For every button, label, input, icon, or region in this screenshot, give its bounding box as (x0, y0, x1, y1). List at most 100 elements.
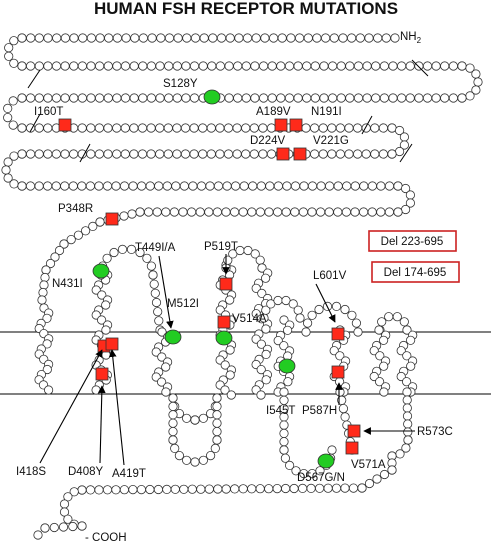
residue-bead (293, 93, 303, 103)
residue-bead (390, 33, 400, 43)
residue-bead (315, 466, 325, 476)
residue-bead (345, 61, 355, 71)
residue-bead (279, 315, 289, 325)
residue-bead (261, 349, 271, 359)
mutation-label-d567g: D567G/N (297, 472, 345, 484)
residue-bead (347, 310, 357, 320)
residue-bead (440, 93, 450, 103)
residue-bead (342, 181, 352, 191)
residue-bead (258, 61, 269, 71)
mutation-label-v571a: V571A (351, 459, 386, 471)
mutation-label-d408y: D408Y (68, 466, 103, 478)
mutation-label-p587h: P587H (302, 405, 337, 417)
diagram-title: HUMAN FSH RECEPTOR MUTATIONS (94, 0, 398, 18)
residue-bead (403, 427, 413, 437)
residue-bead (340, 304, 350, 315)
residue-bead (69, 487, 79, 497)
mutation-label-v221g: V221G (313, 135, 349, 147)
residue-bead (164, 93, 174, 103)
residue-bead (187, 484, 197, 494)
residue-bead (101, 325, 111, 335)
residue-bead (198, 123, 208, 133)
residue-bead (153, 307, 163, 317)
mutation-labels: S128Y I160T A189V N191I D224V V221G P348… (16, 78, 453, 484)
residue-bead (314, 304, 324, 315)
residue-bead (378, 149, 388, 159)
residue-bead (180, 149, 191, 159)
residue-bead (272, 207, 283, 217)
residue-bead (77, 181, 87, 191)
residue-bead (60, 33, 71, 43)
residue-bead (238, 207, 248, 217)
residue-bead (376, 207, 386, 217)
residue-bead (318, 149, 328, 159)
residue-bead (34, 33, 44, 43)
residue-bead (189, 93, 200, 103)
residue-bead (374, 325, 384, 335)
residue-bead (225, 295, 235, 305)
mutation-marker-p587h (331, 365, 345, 379)
residue-bead (179, 484, 189, 494)
mutation-label-s128y: S128Y (163, 78, 198, 90)
residue-bead (169, 207, 179, 217)
residue-bead (103, 123, 113, 133)
residue-bead (258, 93, 269, 103)
residue-bead (216, 33, 227, 43)
residue-bead (279, 387, 289, 397)
residue-bead (336, 93, 346, 103)
residue-bead (402, 387, 412, 397)
residue-bead (142, 253, 152, 263)
residue-bead (351, 318, 361, 328)
residue-bead (329, 346, 339, 356)
residue-bead (173, 33, 183, 43)
residue-bead (215, 123, 225, 133)
residue-bead (364, 33, 374, 43)
residue-bead (230, 207, 240, 217)
deletion-label-2: Del 174-695 (384, 267, 447, 279)
residue-bead (362, 93, 372, 103)
residue-bead (120, 149, 130, 159)
residue-bead (393, 181, 403, 191)
residue-bead (295, 313, 305, 323)
residue-bead (17, 181, 27, 191)
mutation-marker-v221g (293, 147, 307, 161)
residue-bead (196, 484, 206, 494)
residue-bead (247, 207, 257, 217)
residue-bead (223, 123, 234, 133)
residue-bead (43, 123, 53, 133)
residue-bead (182, 455, 192, 465)
mutation-label-t449i: T449I/A (135, 242, 176, 254)
residue-bead (379, 61, 389, 71)
residue-bead (119, 181, 130, 191)
residue-bead (260, 33, 270, 43)
residue-bead (346, 33, 357, 43)
residue-bead (120, 123, 130, 133)
residue-bead (26, 33, 36, 43)
residue-bead (225, 33, 235, 43)
residue-bead (255, 207, 265, 217)
residue-bead (266, 149, 277, 159)
residue-bead (151, 297, 162, 308)
residue-bead (9, 58, 19, 68)
residue-bead (129, 93, 139, 103)
mutation-label-a419t: A419T (112, 468, 146, 480)
residue-bead (3, 113, 13, 123)
residue-bead (68, 521, 78, 532)
residue-bead (257, 288, 267, 298)
residue-bead (286, 33, 296, 43)
residue-bead (256, 390, 266, 400)
residue-bead (224, 61, 234, 71)
residue-bead (34, 181, 44, 191)
residue-bead (345, 93, 355, 103)
residue-bead (381, 33, 391, 43)
residue-bead (86, 149, 96, 159)
residue-bead (97, 315, 107, 325)
residue-bead (49, 522, 59, 533)
residue-bead (358, 207, 369, 217)
residue-bead (81, 226, 91, 236)
residue-bead (145, 181, 155, 191)
mutation-marker-d567gn (317, 453, 335, 469)
residue-bead (371, 61, 381, 71)
residue-bead (422, 61, 433, 71)
